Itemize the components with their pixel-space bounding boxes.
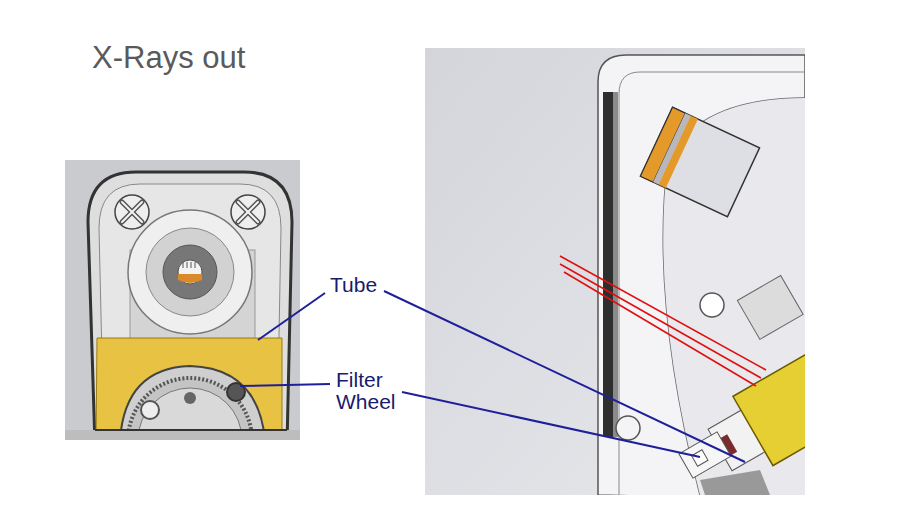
detector bbox=[640, 107, 759, 216]
section-view bbox=[425, 48, 805, 495]
leader-lines bbox=[240, 291, 745, 462]
part-label-box: Tube bbox=[330, 274, 390, 296]
part-label-box: Filter Wheel bbox=[336, 369, 406, 413]
screw bbox=[115, 195, 149, 229]
title-box: X-Rays out bbox=[92, 40, 245, 76]
part-label: Tube bbox=[330, 274, 390, 296]
screw bbox=[231, 195, 265, 229]
part-label: Filter Wheel bbox=[336, 369, 406, 413]
front-view bbox=[65, 160, 300, 440]
title: X-Rays out bbox=[92, 40, 245, 76]
